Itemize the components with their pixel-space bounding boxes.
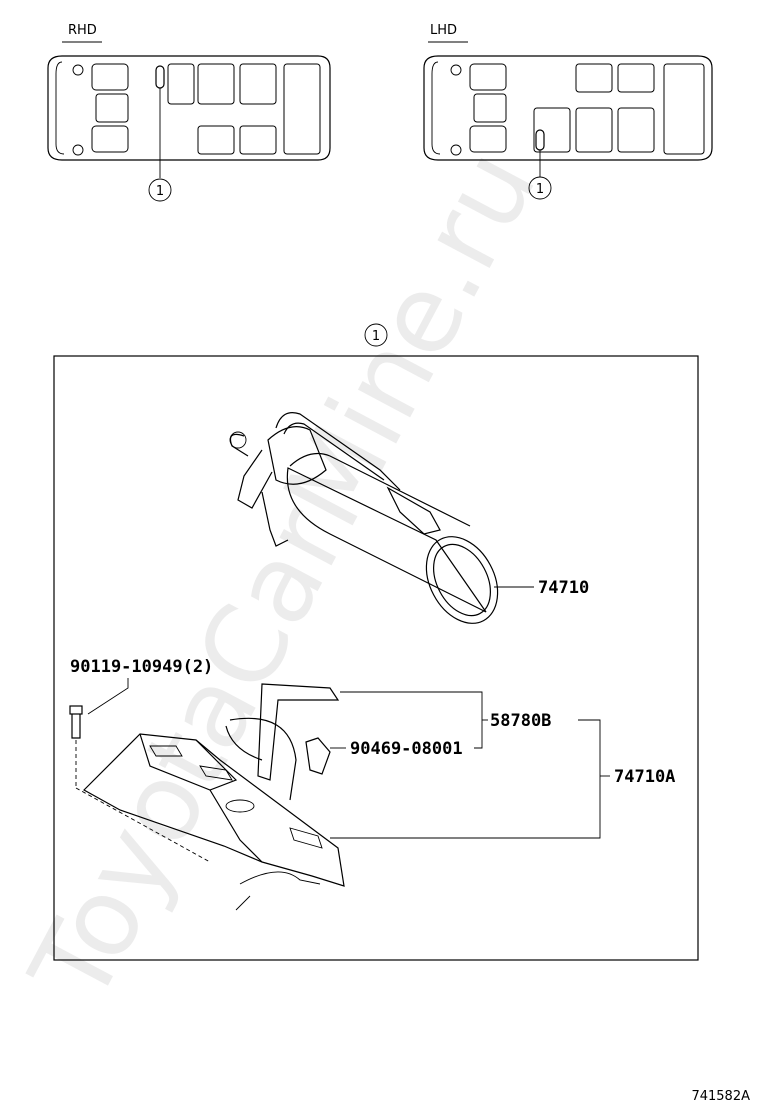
watermark: ToyotaCarMine.ru <box>7 130 561 1023</box>
extinguisher-hose <box>275 412 401 491</box>
rhd-mirror <box>72 64 84 76</box>
bracket-cable-end <box>235 895 251 911</box>
strap-buckle <box>225 725 263 761</box>
extinguisher-end-cap <box>425 536 499 624</box>
lhd-mirror <box>450 64 462 76</box>
lhd-vehicle-view: LHD 1 <box>423 23 713 200</box>
lhd-seat <box>533 107 571 153</box>
lhd-callout-circle <box>528 176 552 200</box>
extinguisher-lever <box>237 449 273 509</box>
fire-extinguisher-drawing: 74710 <box>229 412 589 624</box>
rhd-windshield <box>55 61 65 155</box>
figure-code: 741582A <box>691 1089 750 1104</box>
rhd-seat <box>197 63 235 105</box>
strap-loop <box>229 717 297 801</box>
strap <box>257 683 340 781</box>
extinguisher-ring <box>229 433 249 457</box>
rhd-mirror <box>72 144 84 156</box>
rhd-seat <box>167 63 195 105</box>
detail-callout-number: 1 <box>372 329 380 344</box>
extinguisher-top-edge <box>289 453 471 527</box>
lhd-windshield <box>431 61 441 155</box>
detail-callout-circle <box>364 323 388 347</box>
part-leaders: 58780B 90469-08001 74710A <box>330 691 675 839</box>
rhd-callout-circle <box>148 178 172 202</box>
lhd-seat <box>575 107 613 153</box>
part-74710a-label: 74710A <box>614 767 675 787</box>
bolt-drawing: 90119-10949(2) <box>69 657 213 863</box>
bracket-drawing <box>83 683 345 911</box>
lhd-seat <box>617 63 655 93</box>
rhd-callout-number: 1 <box>156 184 164 199</box>
rhd-seat <box>197 125 235 155</box>
lhd-seat <box>575 63 613 93</box>
extinguisher-cylinder <box>286 467 487 613</box>
bolt-head <box>69 705 83 715</box>
leader-74710a <box>330 719 601 839</box>
extinguisher-end-cap-inner <box>433 543 491 617</box>
rhd-seat <box>91 125 129 153</box>
extinguisher-valve <box>267 426 327 485</box>
lhd-seat <box>469 125 507 153</box>
detail-frame <box>53 355 699 961</box>
clip <box>305 737 331 775</box>
rhd-label: RHD <box>68 23 97 38</box>
extinguisher-nozzle <box>386 486 441 535</box>
rhd-vehicle-view: RHD 1 <box>47 23 331 202</box>
rhd-seat <box>239 125 277 155</box>
bracket-slot <box>149 745 183 757</box>
bolt-leader <box>87 678 129 715</box>
rhd-rear-bench <box>283 63 321 155</box>
bracket-slot <box>289 827 323 849</box>
bracket-slot <box>199 765 233 781</box>
extinguisher-pin-ring <box>229 431 247 449</box>
lhd-callout-number: 1 <box>536 182 544 197</box>
rhd-seat <box>91 63 129 91</box>
rhd-seat <box>95 93 129 123</box>
extinguisher-handle <box>261 491 289 547</box>
part-90119-label: 90119-10949(2) <box>70 657 213 677</box>
bracket-cable <box>239 871 321 885</box>
part-90469-label: 90469-08001 <box>350 739 463 759</box>
lhd-seat <box>617 107 655 153</box>
lhd-seat <box>469 63 507 91</box>
lhd-seat <box>473 93 507 123</box>
part-58780b-label: 58780B <box>490 711 551 731</box>
extinguisher-hose-inner <box>283 422 385 481</box>
lhd-label: LHD <box>430 23 457 38</box>
rhd-seat <box>239 63 277 105</box>
lhd-mirror <box>450 144 462 156</box>
part-74710-label: 74710 <box>538 578 589 598</box>
bracket-base-plate <box>83 733 345 887</box>
rhd-extinguisher-location <box>155 65 165 89</box>
bolt-shank <box>71 714 81 739</box>
bolt-dashed-path <box>75 787 211 863</box>
lhd-body-outline <box>423 55 713 161</box>
bracket-hole <box>225 799 255 813</box>
bracket-rib <box>209 789 263 863</box>
rhd-body-outline <box>47 55 331 161</box>
lhd-rear-bench <box>663 63 705 155</box>
